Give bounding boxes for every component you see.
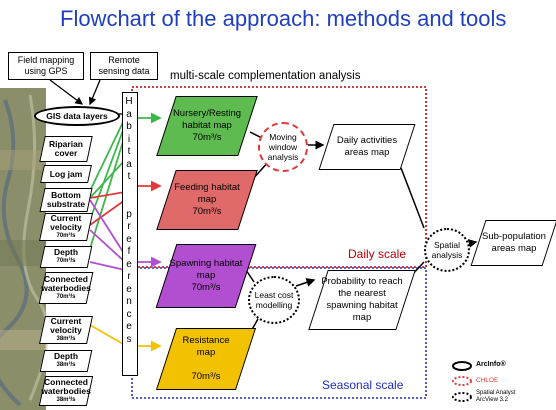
daily-scale-label: Daily scale: [348, 247, 407, 261]
layer-label: Current velocity: [50, 212, 82, 232]
seasonal-scale-label: Seasonal scale: [322, 378, 404, 392]
layer-unit: 70m³/s: [56, 293, 76, 300]
layer-label: Riparian cover: [48, 139, 83, 158]
layer-unit: 38m³/s: [56, 362, 76, 368]
feeding-habitat-map: Feeding habitat map 70m³/s: [156, 170, 258, 230]
gis-data-layers: GIS data layers: [34, 106, 120, 126]
nursery-habitat-map: Nursery/Resting habitat map 70m³/s: [156, 96, 258, 156]
layer-unit: 70m³/s: [56, 258, 76, 264]
legend-chloe: CHLOE: [476, 377, 499, 384]
field-mapping-box: Field mapping using GPS: [8, 52, 84, 80]
preferences-text: H a b i t a t p r e f e r e n c e s: [125, 96, 133, 345]
layer-item: Log jam: [40, 165, 92, 183]
page-title: Flowchart of the approach: methods and t…: [60, 6, 507, 31]
layer-label: Bottom substrate: [46, 190, 86, 209]
legend-spatial-analyst-mark: [452, 392, 472, 402]
layer-label: Connected waterbodies: [41, 376, 91, 396]
layer-unit: 38m³/s: [56, 335, 76, 342]
moving-window-analysis: Moving window analysis: [258, 122, 308, 172]
analysis-label: multi-scale complementation analysis: [170, 70, 361, 82]
layer-item: Bottom substrate: [39, 188, 93, 212]
spatial-analysis: Spatial analysis: [424, 228, 470, 272]
layer-item: Riparian cover: [39, 136, 93, 162]
habitat-preferences-box: [122, 92, 138, 376]
least-cost-modelling: Least cost modelling: [248, 276, 300, 324]
subpopulation-map: Sub-population areas map: [470, 220, 556, 266]
layer-label: Current velocity: [50, 315, 82, 335]
layer-label: Log jam: [49, 168, 83, 179]
probability-map: Probability to reach the nearest spawnin…: [308, 270, 416, 330]
spawning-habitat-map: Spawning habitat map 70m³/s: [155, 244, 257, 308]
layer-label: Depth: [53, 351, 79, 361]
resistance-map: Resistance map 70m³/s: [155, 328, 257, 390]
legend-arcinfo-mark: [452, 361, 472, 371]
legend-chloe-mark: [452, 376, 472, 386]
daily-activities-map: Daily activities areas map: [318, 124, 416, 170]
legend-spatial-analyst: Spatial Analyst ArcView 3.2: [476, 390, 516, 403]
legend-arcinfo: ArcInfo®: [476, 361, 506, 368]
layer-unit: 70m³/s: [56, 232, 76, 239]
layer-label: Depth: [53, 247, 79, 257]
layer-unit: 38m³/s: [56, 396, 76, 403]
layer-label: Connected waterbodies: [41, 273, 91, 293]
remote-sensing-box: Remote sensing data: [90, 52, 158, 80]
